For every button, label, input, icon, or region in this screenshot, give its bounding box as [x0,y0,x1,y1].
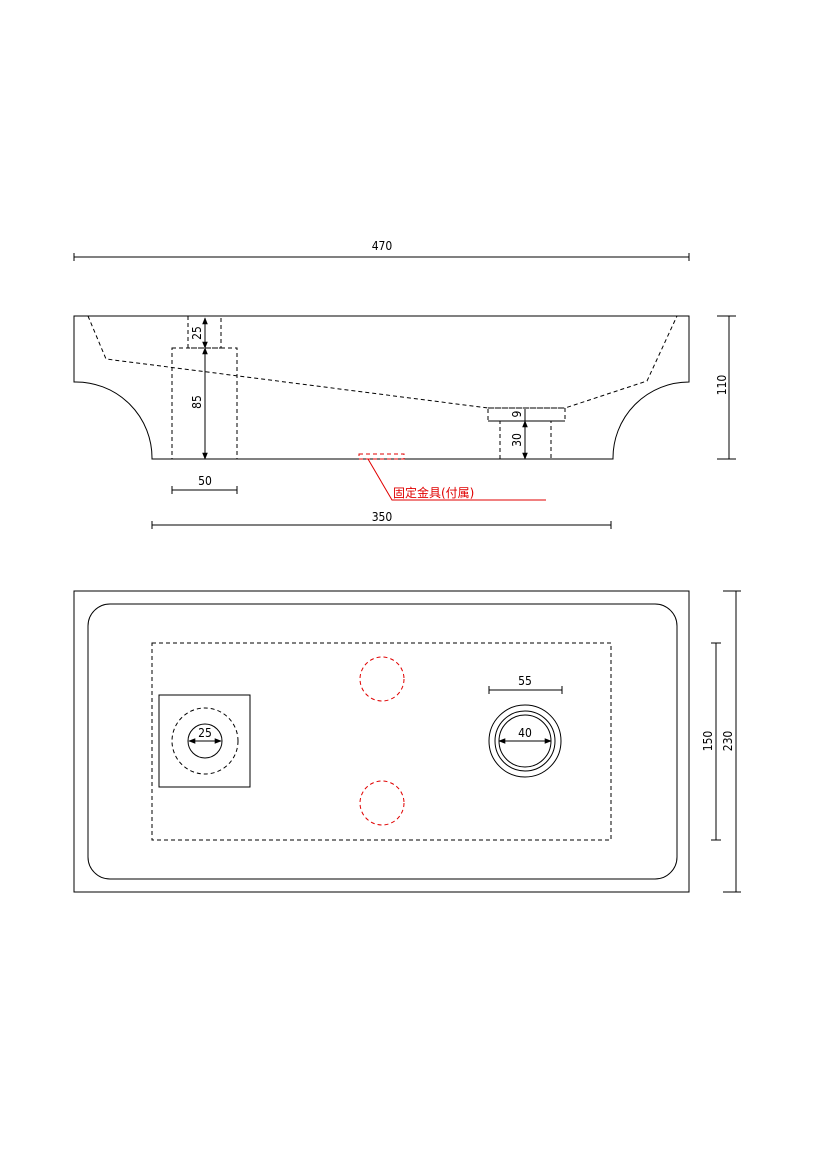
dim-total-depth-label: 230 [721,731,735,752]
basin-top-outline [73,590,690,893]
fixture-hole-upper [359,656,405,702]
dim-drain-width-label: 50 [198,474,212,488]
dim-faucet-outer: 55 [488,674,563,694]
side-view: 470 25 85 9 30 110 50 [73,239,736,529]
fixture-callout: 固定金具(付属) [358,453,546,501]
bowl-top-outline [87,603,678,880]
drain-hole [187,723,223,759]
dim-drain-width: 50 [171,474,238,494]
fixture-hole-lower [359,780,405,826]
dim-height-label: 110 [715,375,729,396]
drain-lower-hidden [171,347,238,460]
dim-drain-lower-label: 85 [190,395,204,409]
fixture-leader-line [367,458,546,501]
faucet-upper-hidden [487,407,566,422]
dim-drain-hole-label: 25 [198,726,212,740]
fixture-note-label: 固定金具(付属) [393,485,474,500]
drain-upper-hidden [187,315,222,349]
dim-total-width: 470 [73,239,690,261]
dim-base-width-label: 350 [372,510,393,524]
drain-square [158,694,251,788]
dim-drain-upper-label: 25 [190,326,204,340]
dim-total-width-label: 470 [372,239,393,253]
dim-faucet-hole-label: 40 [518,726,532,740]
bowl-hidden-line [87,315,678,409]
dim-faucet-lower-label: 30 [510,433,524,447]
base-hidden-outline [151,642,612,841]
drain-outer-hidden [171,707,239,775]
fixture-bracket-hidden [358,453,405,460]
top-view: 25 40 55 150 230 [73,590,741,893]
dim-height: 110 [715,315,736,460]
dim-inner-depth: 150 [701,642,721,841]
faucet-mid-circle [494,710,556,772]
dim-faucet-upper-label: 9 [510,410,524,417]
dim-faucet-outer-label: 55 [518,674,532,688]
dim-inner-depth-label: 150 [701,731,715,752]
dim-base-width: 350 [151,510,612,529]
basin-side-outline [73,315,690,460]
dim-total-depth: 230 [721,590,741,893]
faucet-outer-circle [488,704,562,778]
